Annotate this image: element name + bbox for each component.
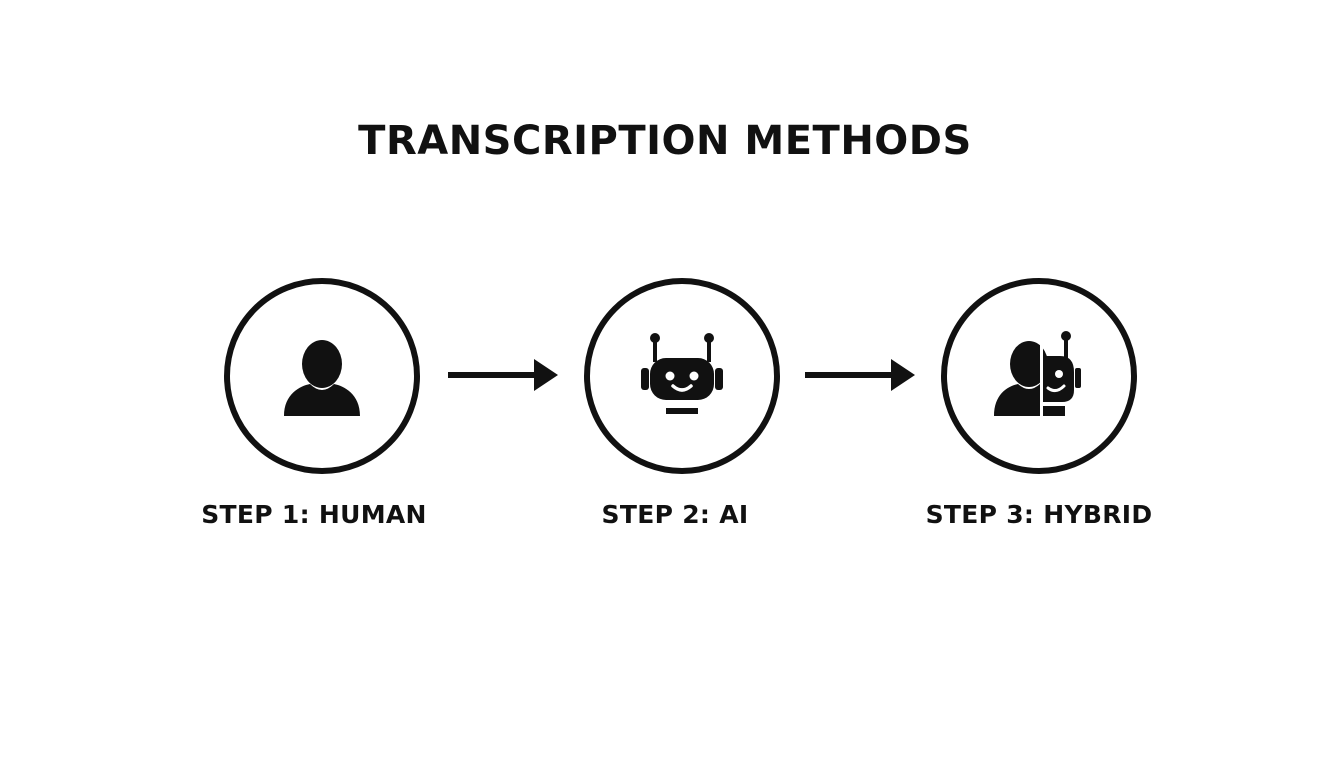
arrow-right-icon: [448, 359, 558, 391]
step-3-circle: [941, 278, 1137, 474]
person-robot-hybrid-icon: [994, 331, 1081, 420]
step-3-label: STEP 3: HYBRID: [925, 500, 1153, 529]
step-1-label: STEP 1: HUMAN: [201, 500, 427, 529]
person-icon: [284, 340, 360, 416]
arrow-right-icon: [805, 359, 915, 391]
step-2-label: STEP 2: AI: [601, 500, 749, 529]
step-1-circle: [224, 278, 420, 474]
robot-icon: [641, 333, 723, 414]
diagram-title: TRANSCRIPTION METHODS: [358, 118, 972, 164]
step-2-circle: [584, 278, 780, 474]
